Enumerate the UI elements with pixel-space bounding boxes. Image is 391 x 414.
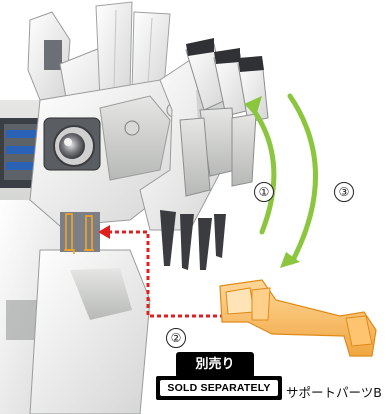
dotted-arrow-icon [104, 230, 224, 318]
sold-separately-badge: SOLD SEPARATELY [156, 376, 282, 400]
support-part-label: サポートパーツB [286, 385, 382, 400]
arrow-head-down [280, 252, 300, 268]
slot-outline [64, 213, 94, 254]
robot-lower-body [29, 212, 151, 414]
sold-separately-jp-label: 別売り [176, 352, 254, 378]
claw-fingers [160, 38, 269, 270]
dotted-arrow-head [98, 225, 110, 239]
arrow-head-up [244, 96, 262, 116]
support-part-b [219, 279, 377, 357]
back-fins [95, 1, 171, 101]
step-one-badge: ① [254, 182, 274, 202]
shoulder-lens [43, 117, 101, 171]
curved-arrow-icon [249, 93, 318, 265]
sold-separately-en-label: SOLD SEPARATELY [160, 380, 278, 396]
step-two-badge: ② [166, 328, 186, 348]
step-three-badge: ③ [334, 182, 354, 202]
